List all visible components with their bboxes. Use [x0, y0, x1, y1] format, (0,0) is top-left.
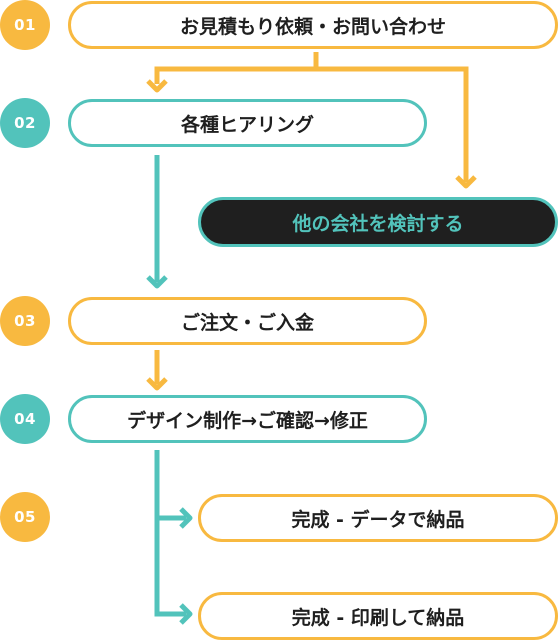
step-badge-02: 02 [0, 98, 50, 148]
step-badge-04: 04 [0, 394, 50, 444]
connector-01-alternative [316, 66, 469, 182]
arrowhead-to-alternative [455, 175, 477, 189]
alternative-box: 他の会社を検討する [198, 197, 558, 247]
delivery-data-box: 完成 - データで納品 [198, 494, 558, 542]
arrowhead-to-delivery-1 [179, 507, 193, 529]
step-badge-05: 05 [0, 492, 50, 542]
connector-01-split [154, 52, 319, 84]
step-box-01: お見積もり依頼・お問い合わせ [68, 1, 558, 49]
step-badge-01: 01 [0, 0, 50, 50]
arrowhead-to-03 [146, 275, 168, 289]
step-box-03: ご注文・ご入金 [68, 297, 427, 345]
arrowhead-to-delivery-2 [179, 603, 193, 625]
delivery-print-box: 完成 - 印刷して納品 [198, 592, 558, 640]
connector-04-deliveries [154, 450, 186, 617]
arrowhead-to-04 [146, 377, 168, 391]
step-badge-03: 03 [0, 296, 50, 346]
arrowhead-to-02 [146, 79, 168, 93]
step-box-02: 各種ヒアリング [68, 99, 427, 147]
step-box-04: デザイン制作→ご確認→修正 [68, 395, 427, 443]
